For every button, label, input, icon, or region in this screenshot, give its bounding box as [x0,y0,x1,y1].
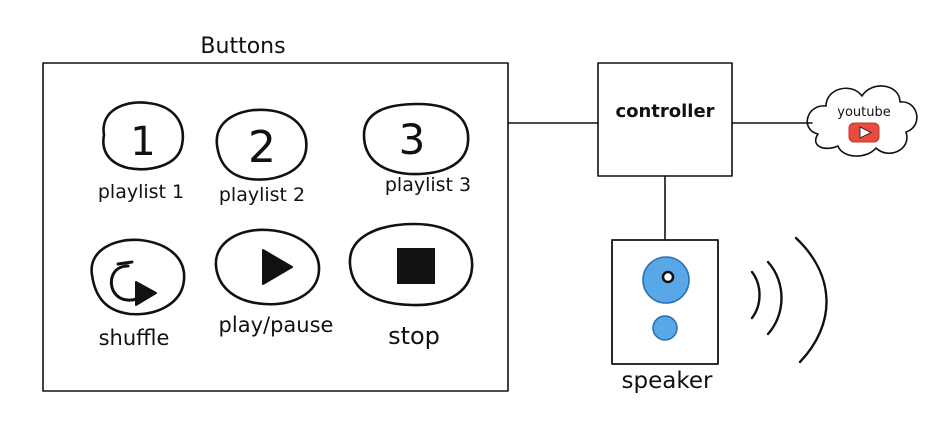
playlist-1-button[interactable]: 1 [102,101,185,171]
playlist-3-button[interactable]: 3 [362,102,470,176]
play-icon [262,249,293,285]
playlist-3-glyph: 3 [399,115,426,164]
playlist-1-label: playlist 1 [98,181,184,203]
speaker-woofer-center [661,270,675,284]
buttons-panel [42,62,509,392]
playlist-2-glyph: 2 [248,122,276,173]
playlist-2-label: playlist 2 [219,184,305,206]
shuffle-button[interactable] [90,238,186,316]
sound-waves-icon [750,236,828,364]
playlist-1-glyph: 1 [130,119,155,165]
play-pause-button[interactable] [214,228,321,306]
stop-icon [397,248,435,284]
stop-label: stop [388,322,440,350]
speaker [611,239,719,365]
shuffle-icon [109,260,157,306]
speaker-label: speaker [622,368,713,394]
playlist-3-label: playlist 3 [385,174,471,196]
youtube-cloud: youtube [806,85,918,157]
speaker-tweeter [652,315,678,341]
youtube-label: youtube [837,105,890,120]
stop-button[interactable] [348,222,474,307]
controller-box [597,62,733,177]
speaker-box [611,239,719,365]
play-pause-label: play/pause [219,313,334,337]
youtube-play-icon [848,122,880,143]
playlist-2-button[interactable]: 2 [215,108,308,181]
shuffle-label: shuffle [99,326,170,350]
buttons-title: Buttons [200,34,285,59]
controller-label: controller [615,101,714,122]
